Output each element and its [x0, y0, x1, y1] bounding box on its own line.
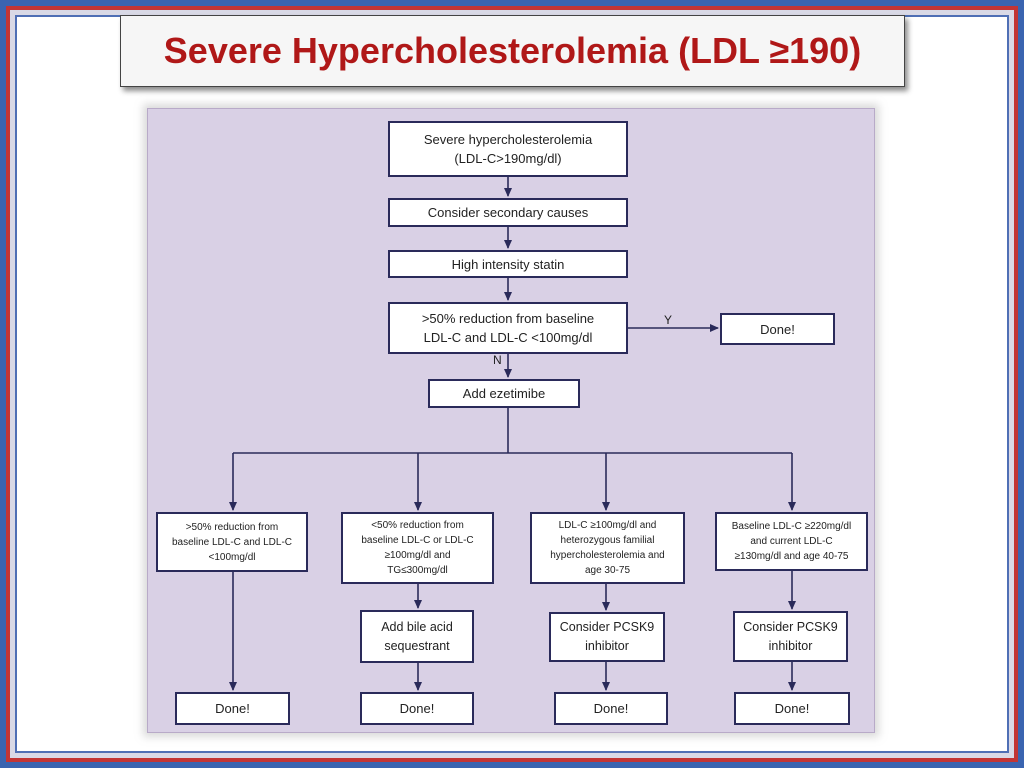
- node-branch-1: >50% reduction from baseline LDL-C and L…: [156, 512, 308, 572]
- node-done-2-label: Done!: [399, 701, 435, 716]
- node-consider-pcsk9-b: Consider PCSK9 inhibitor: [733, 611, 848, 662]
- node-secondary-causes: Consider secondary causes: [388, 198, 628, 227]
- node-done-top-label: Done!: [760, 321, 795, 337]
- node-done-1: Done!: [175, 692, 290, 725]
- node-secondary-causes-label: Consider secondary causes: [427, 205, 589, 220]
- node-done-2: Done!: [360, 692, 474, 725]
- node-branch-2: <50% reduction from baseline LDL-C or LD…: [341, 512, 494, 584]
- node-decision: >50% reduction from baseline LDL-C and L…: [388, 302, 628, 354]
- node-done-3: Done!: [554, 692, 668, 725]
- node-branch-1-label: >50% reduction from baseline LDL-C and L…: [171, 521, 293, 563]
- node-done-3-label: Done!: [593, 701, 629, 716]
- slide-frame-red: [6, 6, 1018, 762]
- edge-label-yes: Y: [664, 313, 673, 327]
- node-branch-4: Baseline LDL-C ≥220mg/dl and current LDL…: [715, 512, 868, 571]
- edge-label-no: N: [493, 353, 502, 367]
- node-done-top: Done!: [720, 313, 835, 345]
- node-start-label: Severe hypercholesterolemia (LDL-C>190mg…: [423, 132, 593, 166]
- node-done-4-label: Done!: [774, 701, 810, 716]
- node-high-intensity-statin-label: High intensity statin: [451, 256, 565, 272]
- node-add-ezetimibe: Add ezetimibe: [428, 379, 580, 408]
- node-add-bile-acid-sequestrant-label: Add bile acid sequestrant: [381, 619, 453, 653]
- node-done-4: Done!: [734, 692, 850, 725]
- node-consider-pcsk9-a: Consider PCSK9 inhibitor: [549, 612, 665, 662]
- node-consider-pcsk9-a-label: Consider PCSK9 inhibitor: [559, 620, 655, 653]
- node-done-1-label: Done!: [215, 701, 250, 716]
- slide-title: Severe Hypercholesterolemia (LDL ≥190): [163, 30, 862, 71]
- node-consider-pcsk9-b-label: Consider PCSK9 inhibitor: [743, 619, 838, 653]
- node-decision-label: >50% reduction from baseline LDL-C and L…: [421, 311, 595, 345]
- node-branch-4-label: Baseline LDL-C ≥220mg/dl and current LDL…: [731, 521, 852, 562]
- slide-title-box: Severe Hypercholesterolemia (LDL ≥190): [120, 15, 905, 87]
- node-add-ezetimibe-label: Add ezetimibe: [462, 386, 546, 401]
- node-add-bile-acid-sequestrant: Add bile acid sequestrant: [360, 610, 474, 663]
- node-branch-2-label: <50% reduction from baseline LDL-C or LD…: [361, 520, 474, 576]
- node-branch-3-label: LDL-C ≥100mg/dl and heterozygous familia…: [550, 520, 665, 576]
- node-branch-3: LDL-C ≥100mg/dl and heterozygous familia…: [530, 512, 685, 584]
- node-high-intensity-statin: High intensity statin: [388, 250, 628, 278]
- node-start: Severe hypercholesterolemia (LDL-C>190mg…: [388, 121, 628, 177]
